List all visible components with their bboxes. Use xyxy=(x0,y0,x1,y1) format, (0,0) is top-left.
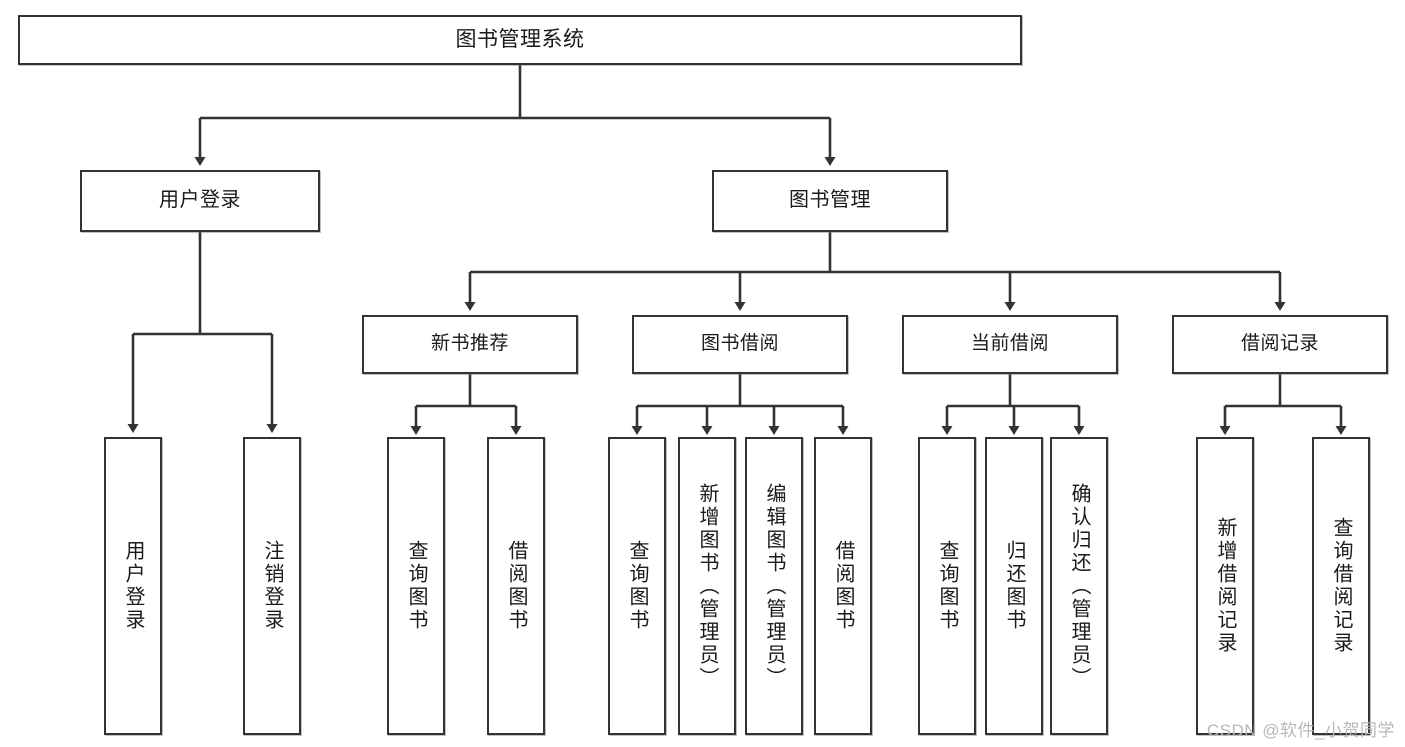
node-leaf-add-record-label: 新增借阅记录 xyxy=(1214,517,1236,655)
node-leaf-borrow-book-2-label: 借阅图书 xyxy=(832,540,854,632)
node-leaf-add-record[interactable]: 新增借阅记录 xyxy=(1196,437,1254,735)
node-leaf-user-login[interactable]: 用户登录 xyxy=(104,437,162,735)
node-user-login-label: 用户登录 xyxy=(159,189,241,212)
node-user-login[interactable]: 用户登录 xyxy=(80,170,320,232)
node-borrow-record-label: 借阅记录 xyxy=(1240,333,1319,355)
node-leaf-borrow-book-1[interactable]: 借阅图书 xyxy=(487,437,545,735)
node-borrow-record[interactable]: 借阅记录 xyxy=(1172,315,1388,374)
node-leaf-query-book-3[interactable]: 查询图书 xyxy=(918,437,976,735)
node-root-label: 图书管理系统 xyxy=(455,27,585,51)
node-new-book-recommend[interactable]: 新书推荐 xyxy=(362,315,578,374)
node-leaf-query-book-1-label: 查询图书 xyxy=(405,540,427,632)
node-leaf-return-book[interactable]: 归还图书 xyxy=(985,437,1043,735)
node-leaf-query-book-2[interactable]: 查询图书 xyxy=(608,437,666,735)
node-leaf-confirm-return-label: 确认归还（管理员） xyxy=(1068,482,1090,690)
node-leaf-add-book-label: 新增图书（管理员） xyxy=(696,482,718,690)
node-leaf-borrow-book-1-label: 借阅图书 xyxy=(505,540,527,632)
node-book-manage-label: 图书管理 xyxy=(789,189,871,212)
node-book-manage[interactable]: 图书管理 xyxy=(712,170,948,232)
node-leaf-query-book-1[interactable]: 查询图书 xyxy=(387,437,445,735)
node-current-borrow-label: 当前借阅 xyxy=(970,333,1049,355)
node-leaf-edit-book-label: 编辑图书（管理员） xyxy=(763,482,785,690)
node-leaf-logout-label: 注销登录 xyxy=(261,540,283,632)
node-leaf-edit-book[interactable]: 编辑图书（管理员） xyxy=(745,437,803,735)
node-leaf-query-record[interactable]: 查询借阅记录 xyxy=(1312,437,1370,735)
node-root[interactable]: 图书管理系统 xyxy=(18,15,1022,65)
node-leaf-return-book-label: 归还图书 xyxy=(1003,540,1025,632)
node-book-borrow[interactable]: 图书借阅 xyxy=(632,315,848,374)
csdn-watermark: CSDN @软件_小贺同学 xyxy=(1206,721,1395,740)
node-leaf-query-record-label: 查询借阅记录 xyxy=(1330,517,1352,655)
node-leaf-logout[interactable]: 注销登录 xyxy=(243,437,301,735)
node-leaf-query-book-2-label: 查询图书 xyxy=(626,540,648,632)
node-leaf-borrow-book-2[interactable]: 借阅图书 xyxy=(814,437,872,735)
node-leaf-confirm-return[interactable]: 确认归还（管理员） xyxy=(1050,437,1108,735)
node-leaf-user-login-label: 用户登录 xyxy=(122,540,144,632)
node-leaf-add-book[interactable]: 新增图书（管理员） xyxy=(678,437,736,735)
node-new-book-recommend-label: 新书推荐 xyxy=(430,333,509,355)
node-leaf-query-book-3-label: 查询图书 xyxy=(936,540,958,632)
node-book-borrow-label: 图书借阅 xyxy=(700,333,779,355)
node-current-borrow[interactable]: 当前借阅 xyxy=(902,315,1118,374)
